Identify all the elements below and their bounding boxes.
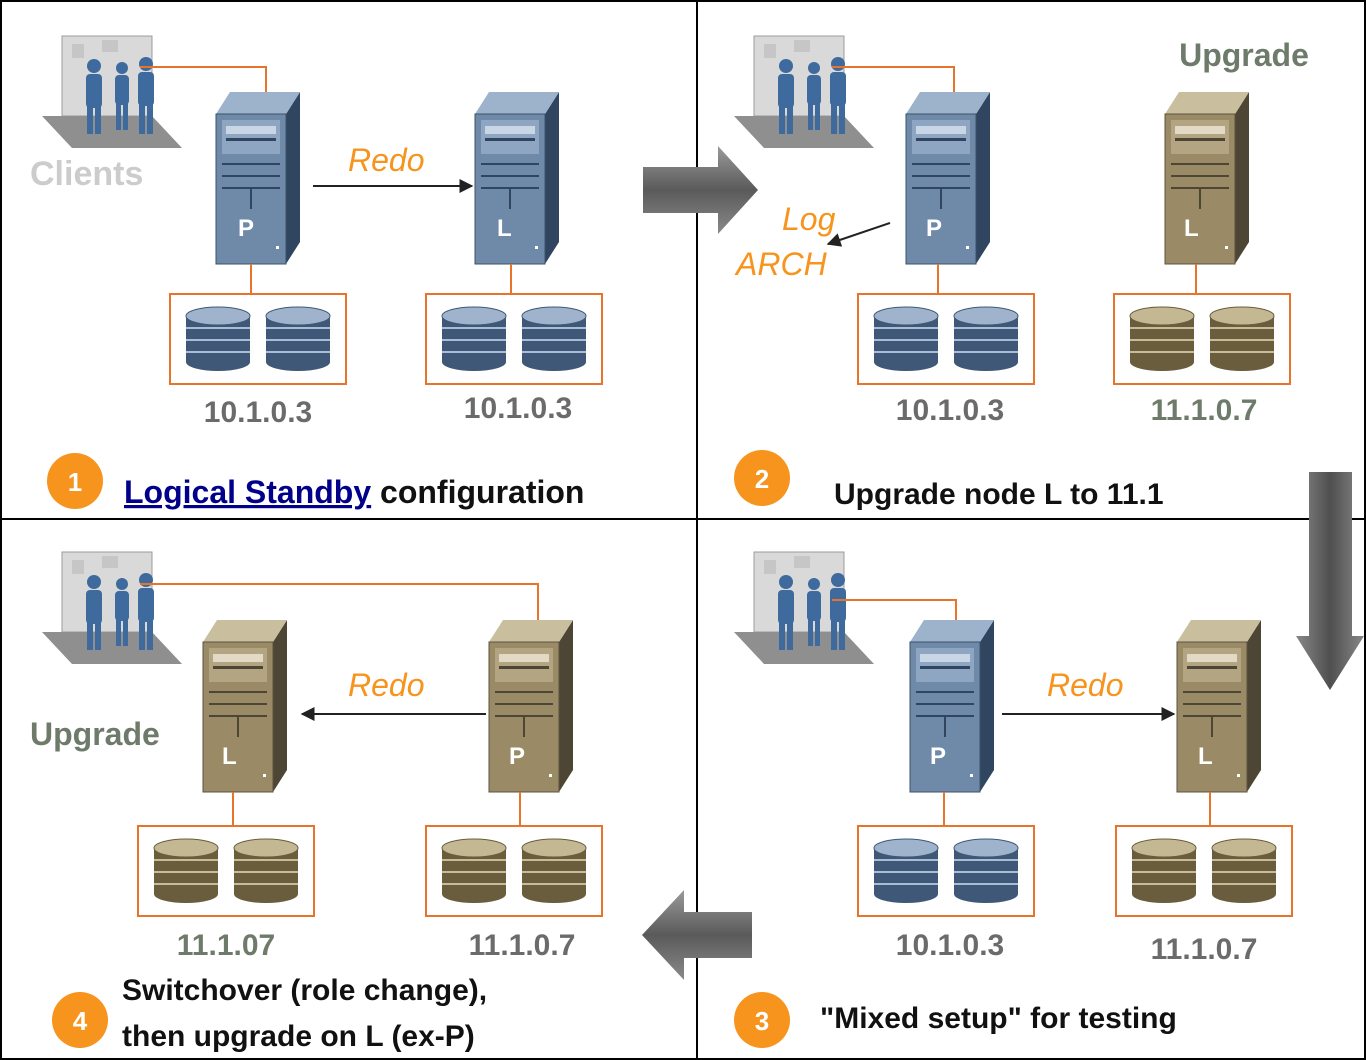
database-disk-icon — [233, 838, 299, 904]
database-disk-icon — [1129, 306, 1195, 372]
upgrade-label: Upgrade — [1179, 37, 1309, 73]
log-arch-arrow — [826, 222, 891, 247]
database-disk-icon — [153, 838, 219, 904]
server-tower-icon — [909, 619, 995, 793]
panel-3-caption: "Mixed setup" for testing — [820, 1002, 1177, 1035]
version-label: 10.1.0.3 — [896, 394, 1004, 427]
database-disk-icon — [1209, 306, 1275, 372]
logical-standby-link[interactable]: Logical Standby — [124, 474, 371, 510]
panel-4-caption-line2: then upgrade on L (ex-P) — [122, 1020, 475, 1053]
storage-box — [425, 293, 603, 385]
database-disk-icon — [1131, 838, 1197, 904]
server-label-standby: L — [1184, 215, 1199, 242]
panel-1-caption: Logical Standby configuration — [124, 474, 584, 510]
panel-1: Clients P L Redo 10.1.0.3 10.1.0.3 1 Log… — [30, 35, 603, 510]
version-label: 11.1.07 — [177, 929, 275, 962]
server-tower-icon — [905, 91, 991, 265]
server-tower-icon — [1164, 91, 1250, 265]
server-tower-icon — [202, 619, 288, 793]
version-label: 11.1.0.7 — [1151, 933, 1258, 966]
caption-rest: configuration — [371, 474, 584, 510]
flow-arrow-icon — [643, 146, 758, 234]
server-label-primary: P — [930, 743, 946, 770]
database-disk-icon — [521, 838, 587, 904]
step-badge — [734, 992, 790, 1048]
server-tower-icon — [215, 91, 301, 265]
version-label: 10.1.0.3 — [464, 392, 572, 425]
server-label-standby: L — [222, 743, 237, 770]
server-label-primary: P — [238, 215, 254, 242]
arch-label: ARCH — [734, 246, 828, 282]
step-number: 2 — [755, 464, 769, 494]
version-label: 11.1.0.7 — [469, 929, 576, 962]
log-label: Log — [782, 201, 836, 237]
database-disk-icon — [441, 306, 507, 372]
clients-label: Clients — [30, 155, 143, 193]
storage-box — [169, 293, 347, 385]
server-label-primary: P — [926, 215, 942, 242]
step-badge — [47, 453, 103, 509]
step-badge — [734, 450, 790, 506]
database-disk-icon — [521, 306, 587, 372]
redo-label: Redo — [1047, 667, 1124, 703]
flow-arrow-icon — [1296, 472, 1364, 690]
step-number: 1 — [68, 467, 82, 497]
upgrade-label: Upgrade — [30, 716, 160, 752]
database-disk-icon — [873, 838, 939, 904]
redo-label: Redo — [348, 667, 425, 703]
clients-group-icon — [41, 35, 183, 149]
flow-arrow-icon — [642, 890, 752, 980]
panel-2: Upgrade P L Log ARCH 10.1.0.3 11.1.0.7 2… — [733, 35, 1309, 511]
step-badge — [52, 992, 108, 1048]
server-tower-icon — [488, 619, 574, 793]
version-label: 10.1.0.3 — [204, 396, 312, 429]
clients-group-icon — [41, 551, 183, 665]
step-number: 4 — [73, 1006, 88, 1036]
panel-4: Upgrade L P Redo 11.1.07 11.1.0.7 4 Swit… — [30, 551, 603, 1053]
database-disk-icon — [953, 838, 1019, 904]
panel-4-caption-line1: Switchover (role change), — [122, 974, 487, 1007]
server-tower-icon — [1176, 619, 1262, 793]
version-label: 10.1.0.3 — [896, 929, 1004, 962]
server-tower-icon — [474, 91, 560, 265]
server-label-primary: P — [509, 743, 525, 770]
database-disk-icon — [185, 306, 251, 372]
clients-group-icon — [733, 35, 875, 149]
server-label-standby: L — [497, 215, 512, 242]
database-disk-icon — [265, 306, 331, 372]
server-label-standby: L — [1198, 743, 1213, 770]
database-disk-icon — [441, 838, 507, 904]
step-number: 3 — [755, 1006, 769, 1036]
database-disk-icon — [1211, 838, 1277, 904]
database-disk-icon — [873, 306, 939, 372]
version-label: 11.1.0.7 — [1151, 394, 1258, 427]
clients-group-icon — [733, 551, 875, 665]
database-disk-icon — [953, 306, 1019, 372]
panel-2-caption: Upgrade node L to 11.1 — [834, 478, 1164, 511]
redo-label: Redo — [348, 142, 425, 178]
panel-3: P L Redo 10.1.0.3 11.1.0.7 3 "Mixed setu… — [733, 551, 1293, 1048]
